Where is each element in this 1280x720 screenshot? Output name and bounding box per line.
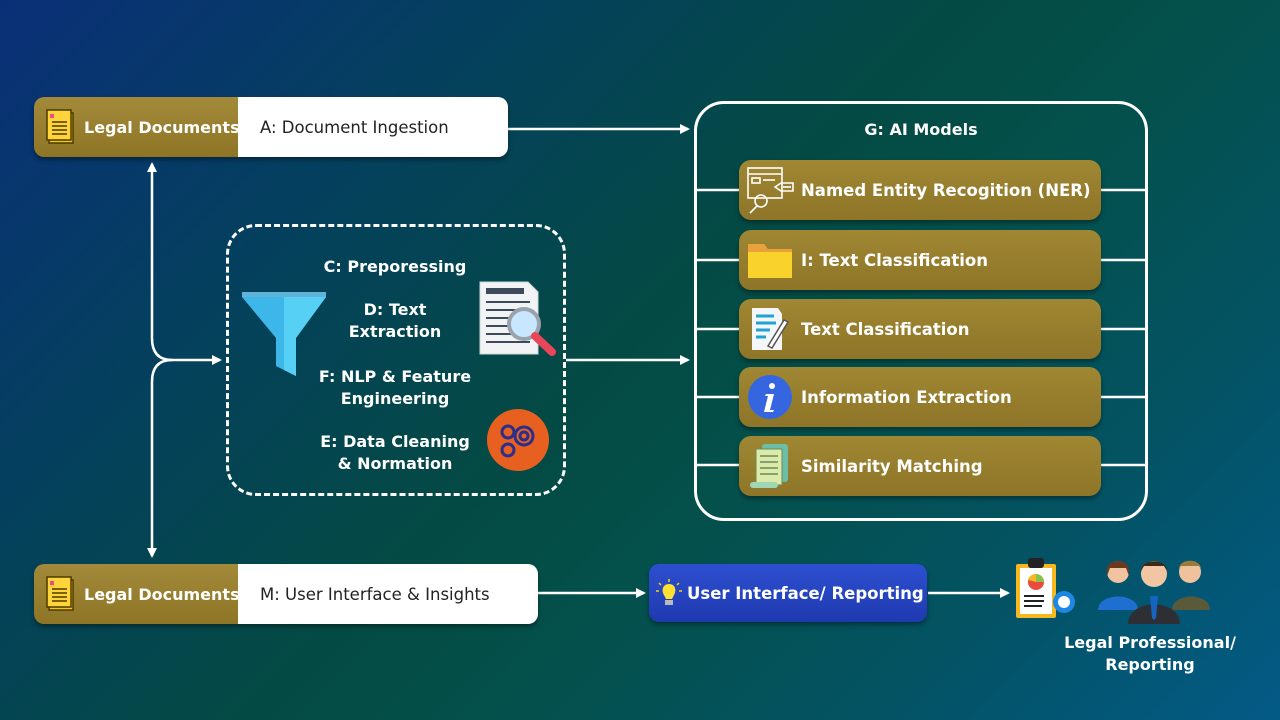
legal-professional-label: Legal Professional/Reporting [1064, 633, 1236, 674]
model-text-classification-i-label: I: Text Classification [801, 250, 988, 270]
model-similarity-matching[interactable]: Similarity Matching [739, 436, 1101, 496]
user-interface-reporting-label: User Interface/ Reporting [687, 583, 924, 603]
preprocessing-title: C: Preporessing [323, 257, 467, 276]
model-information-extraction[interactable]: Information Extraction [739, 367, 1101, 427]
entity-recognition-icon [745, 165, 795, 215]
model-text-classification-i[interactable]: I: Text Classification [739, 230, 1101, 290]
model-ner[interactable]: Named Entity Recogition (NER) [739, 160, 1101, 220]
legal-documents-label: Legal Documents [84, 117, 240, 137]
document-ingestion-label: A: Document Ingestion [260, 117, 449, 137]
scroll-icon [745, 441, 795, 491]
model-ner-label: Named Entity Recogition (NER) [801, 180, 1091, 200]
document-icon [46, 576, 76, 612]
model-text-classification[interactable]: Text Classification [739, 299, 1101, 359]
user-interface-insights-label: M: User Interface & Insights [260, 584, 490, 604]
model-information-extraction-label: Information Extraction [801, 387, 1012, 407]
legal-documents-top: Legal Documents [34, 97, 248, 157]
preprocessing-group [226, 224, 566, 496]
report-clipboard-icon [1016, 558, 1075, 618]
people-group-icon [1098, 560, 1210, 624]
user-interface-reporting-node[interactable]: User Interface/ Reporting [649, 564, 927, 622]
document-search-icon [479, 281, 556, 356]
document-edit-icon [745, 304, 795, 354]
funnel-icon [242, 292, 326, 376]
data-cleaning-step: E: Data Cleaning& Normation [320, 432, 470, 473]
ai-models-title: G: AI Models [864, 120, 978, 139]
legal-documents-bottom: Legal Documents [34, 564, 248, 624]
gears-icon [487, 409, 549, 471]
ai-models-group [694, 101, 1148, 521]
legal-documents-label: Legal Documents [84, 584, 240, 604]
arrow-up-to-top-documents [150, 337, 173, 362]
document-icon [46, 109, 76, 145]
user-interface-insights-node[interactable]: Legal Documents M: User Interface & Insi… [34, 564, 538, 624]
folder-icon [745, 235, 795, 285]
lightbulb-icon [655, 578, 683, 608]
model-text-classification-label: Text Classification [801, 319, 970, 339]
model-similarity-matching-label: Similarity Matching [801, 456, 983, 476]
document-ingestion-node[interactable]: Legal Documents A: Document Ingestion [34, 97, 508, 157]
info-icon [745, 372, 795, 422]
